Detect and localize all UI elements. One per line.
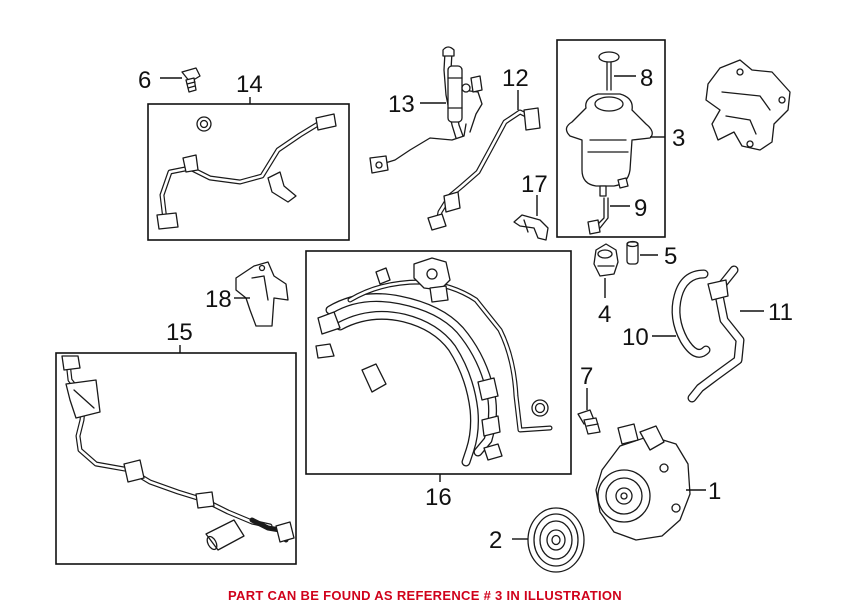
callout-4: 4	[598, 301, 611, 328]
frame-part-15	[55, 352, 297, 565]
part-1-pump	[595, 423, 691, 541]
part-18-bracket	[235, 261, 289, 327]
callout-15: 15	[166, 319, 193, 346]
frame-part-16	[305, 250, 572, 475]
callout-10: 10	[622, 324, 649, 351]
callout-16: 16	[425, 484, 452, 511]
callout-11: 11	[768, 299, 793, 326]
callout-1: 1	[708, 478, 721, 505]
callout-14: 14	[236, 71, 263, 98]
callout-18: 18	[205, 286, 232, 313]
part-9-hose	[587, 197, 609, 235]
part-16-hose-assembly	[315, 257, 553, 467]
part-14-line	[156, 113, 337, 230]
part-15-cooler-line	[61, 355, 295, 551]
part-10-hose	[671, 269, 711, 358]
frame-part-14	[147, 103, 350, 241]
part-7-bolt	[577, 409, 601, 435]
part-5-sleeve	[626, 240, 639, 265]
callout-12: 12	[502, 65, 529, 92]
callout-3: 3	[672, 125, 685, 152]
part-6-bolt	[181, 67, 201, 93]
part-2-pulley	[527, 507, 585, 573]
callout-13: 13	[388, 91, 415, 118]
part-17-clip	[513, 214, 549, 241]
callout-17: 17	[521, 171, 548, 198]
frame-part-3	[556, 39, 666, 238]
part-11-hose	[687, 265, 745, 403]
part-8-cap	[598, 51, 620, 91]
reference-note: PART CAN BE FOUND AS REFERENCE # 3 IN IL…	[228, 588, 622, 603]
part-13-sensor-line	[369, 46, 483, 174]
callout-6: 6	[138, 67, 151, 94]
part-3-reservoir	[565, 93, 653, 197]
callout-2: 2	[489, 527, 502, 554]
callout-5: 5	[664, 243, 677, 270]
part-12-return-hose	[427, 107, 541, 231]
callout-9: 9	[634, 195, 647, 222]
callout-8: 8	[640, 65, 653, 92]
part-4-isolator	[593, 243, 619, 277]
callout-7: 7	[580, 363, 593, 390]
reservoir-bracket	[705, 59, 791, 151]
